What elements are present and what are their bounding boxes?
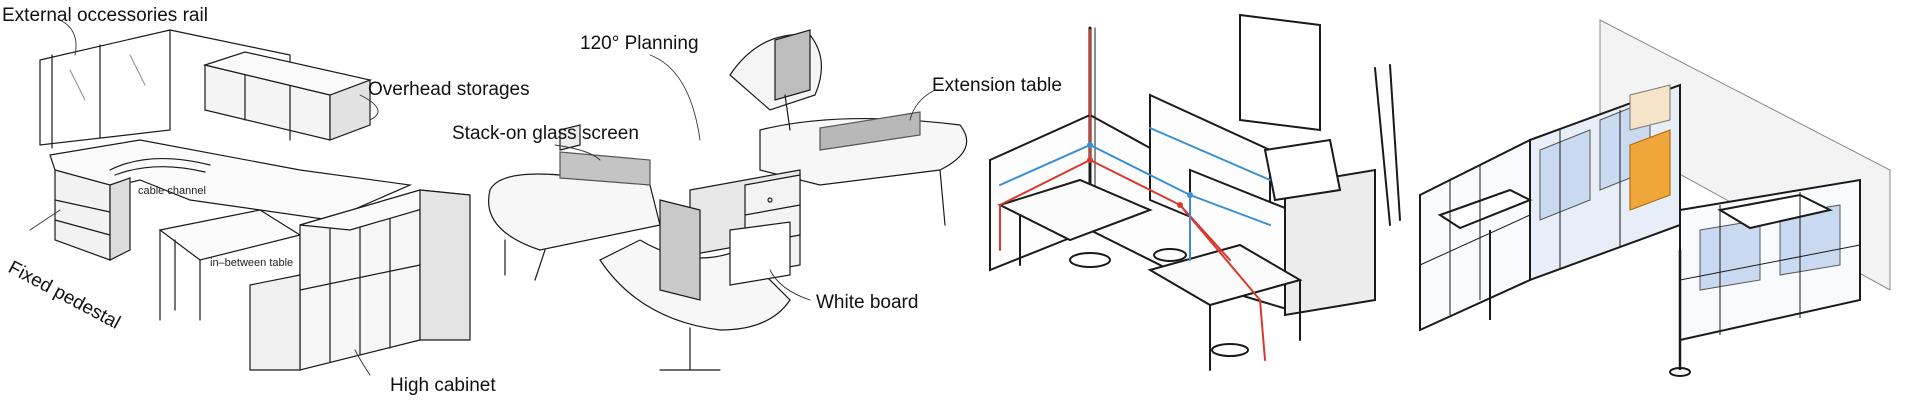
- freestanding-frame: [1239, 13, 1321, 132]
- desk-left: [997, 178, 1153, 242]
- highlighted-panel: [1629, 129, 1671, 211]
- left-worksurface: [488, 173, 661, 251]
- panel-sketch-workstation: [29, 19, 471, 376]
- label-120-planning: 120° Planning: [580, 33, 699, 54]
- glass-screen-left: [559, 151, 651, 186]
- blue-wire: [999, 143, 1271, 226]
- label-cable-channel: cable channel: [138, 185, 206, 197]
- glass-screen-right: [819, 111, 921, 151]
- cubicle-left: [1419, 138, 1531, 332]
- label-stack-on-glass-screen: Stack-on glass screen: [452, 123, 639, 144]
- label-high-cabinet: High cabinet: [390, 375, 496, 396]
- label-overhead-storages: Overhead storages: [368, 79, 530, 100]
- glass-panel: [1539, 129, 1591, 221]
- back-panel: [39, 29, 171, 146]
- chair: [1069, 252, 1111, 268]
- red-wire: [999, 29, 1091, 251]
- label-in-between-table: in–between table: [210, 257, 294, 269]
- panel-wiring-diagram: [989, 13, 1401, 371]
- wiring-lines: [999, 29, 1271, 361]
- label-extension-table: Extension table: [932, 75, 1062, 96]
- white-board: [729, 221, 791, 286]
- panel-glass-office: [1419, 19, 1891, 377]
- label-external-rail: External occessories rail: [2, 5, 208, 26]
- label-white-board: White board: [816, 292, 919, 313]
